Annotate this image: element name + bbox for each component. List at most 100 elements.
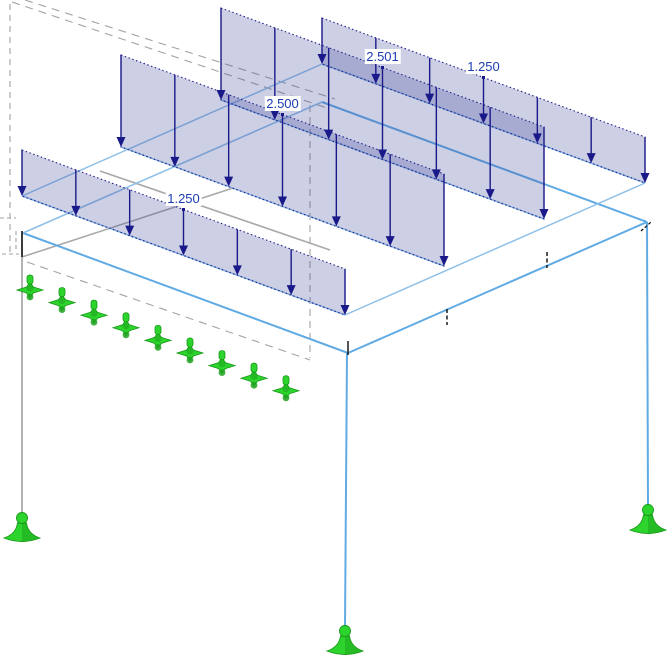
load-arrow-head [17,186,27,196]
load-band-fills [22,8,645,315]
support-peg-top [250,362,258,373]
load-value-label-4[interactable]: 1.250 [465,59,502,74]
support-cone-shade [345,636,363,656]
nodal-support-small[interactable] [143,324,173,351]
load-arrow-head [270,109,280,120]
load-arrow-head [232,265,242,276]
nodal-support-small[interactable] [207,350,237,376]
load-arrow-head [340,305,350,315]
eave-beam-back-right[interactable] [321,101,648,223]
support-peg-bottom [282,394,290,402]
column-front[interactable] [344,352,348,627]
load-arrow-head [331,216,341,227]
nodal-support-small[interactable] [15,274,45,301]
support-knob [642,504,654,516]
load-label-anchor-dot [281,113,284,116]
load-arrow-head [170,156,180,167]
load-arrow-head [586,153,596,164]
load-value-label-2[interactable]: 2.500 [264,96,301,111]
load-arrow-head [71,205,81,216]
nodal-supports [2,274,668,656]
gray-member-se[interactable] [99,170,331,251]
support-knob [250,372,258,380]
support-peg-top [218,350,226,361]
support-knob [90,309,98,317]
nodal-support-cone[interactable] [2,512,42,543]
load-arrow-head [324,129,334,140]
column-right[interactable] [646,221,649,507]
load-arrow-head [425,93,435,104]
nodal-support-small[interactable] [111,312,141,339]
nodal-support-small[interactable] [47,287,77,313]
load-arrow-head [378,149,387,160]
load-arrow-head [125,225,135,236]
load-label-anchor-dot [381,66,384,69]
support-peg-bottom [90,318,98,326]
guide-edge-top-b [24,0,336,100]
support-cone-shade [648,515,666,535]
load-arrow-head [224,176,234,187]
support-cone-shade [22,523,40,543]
support-peg-bottom [218,369,226,376]
load-label-anchor-dots [182,66,485,211]
support-peg-top [58,287,66,298]
nodal-support-cone[interactable] [628,504,668,535]
support-knob [26,284,34,292]
load-arrow-head [640,173,650,183]
eave-beam-back-left[interactable] [22,101,323,234]
support-knob [282,385,290,393]
support-knob [154,334,162,342]
eave-beam-front-right[interactable] [347,221,648,354]
frame-members [22,101,649,627]
nodal-support-small[interactable] [79,299,109,326]
load-arrow-head [371,73,381,84]
support-peg-bottom [122,331,130,339]
load-arrow-head [479,113,488,124]
upper-edge-back-left[interactable] [21,63,323,197]
load-label-anchor-dot [482,76,485,79]
support-knob [218,360,226,368]
guide-outline-dashed [0,0,336,361]
support-peg-top [154,324,162,335]
support-peg-top [186,337,194,348]
support-peg-bottom [58,306,66,313]
support-peg-bottom [26,293,34,301]
load-arrow-head [485,189,495,200]
nodal-support-small[interactable] [175,337,205,364]
load-arrow-head [278,196,287,207]
load-value-label-1[interactable]: 1.250 [165,191,202,206]
load-label-anchor-dot [182,208,185,211]
load-arrow-head [539,209,549,219]
load-arrow-head [532,133,542,144]
upper-edge-front-right[interactable] [344,182,646,316]
support-peg-top [122,312,130,323]
support-peg-bottom [154,344,162,351]
load-arrow-head [439,256,449,266]
load-arrow-head [286,285,296,296]
support-peg-top [282,375,290,386]
member-end-ticks [21,221,652,355]
load-arrow-head [431,169,441,180]
support-knob [16,512,28,524]
load-arrows [17,8,650,315]
load-arrow-head [179,245,188,256]
support-peg-bottom [250,381,258,389]
support-peg-top [26,274,34,285]
nodal-support-small[interactable] [271,375,301,402]
load-arrow-head [116,137,126,147]
support-knob [339,625,351,637]
load-arrow-head [385,236,395,247]
support-knob [186,347,194,355]
end-tick [640,221,652,232]
support-peg-bottom [186,356,194,364]
nodal-support-small[interactable] [239,362,269,389]
eave-beam-front-left[interactable] [22,232,349,354]
guide-edge-bottom [26,261,311,361]
support-peg-top [90,299,98,310]
load-arrow-head [317,54,327,64]
nodal-support-cone[interactable] [325,625,365,656]
load-value-label-3[interactable]: 2.501 [364,49,401,64]
support-knob [58,297,66,305]
